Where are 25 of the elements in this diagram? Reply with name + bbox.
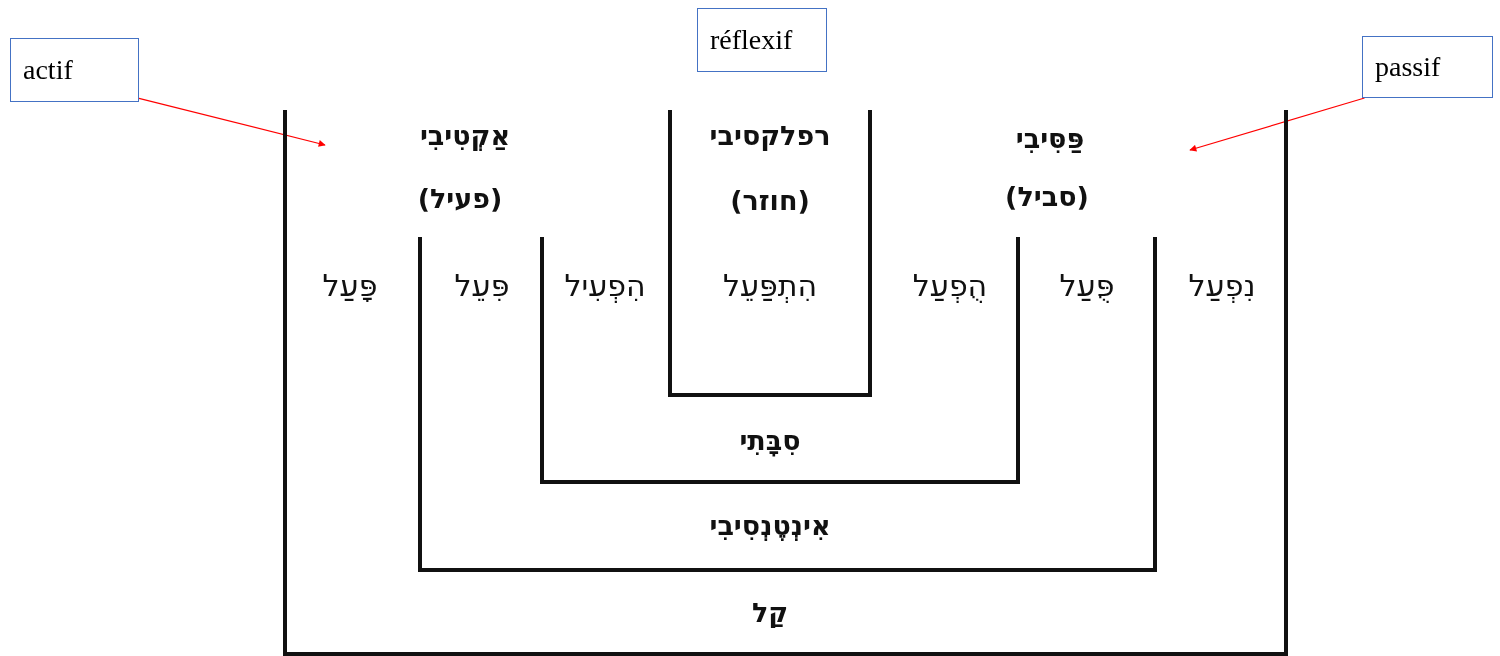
heading: פַּסִּיבִי: [1015, 122, 1085, 154]
form-label: פֻּעַל: [1059, 267, 1115, 303]
heading: אִינְטֶנְסִיבִי: [709, 509, 831, 541]
heading: קַל: [751, 596, 789, 628]
label-box: passif: [1362, 36, 1493, 98]
label-box: actif: [10, 38, 139, 102]
bracket-frame: [283, 110, 1288, 656]
heading: אַקְטִיבִי: [419, 119, 511, 151]
heading: (חוזר): [730, 184, 810, 216]
form-label: פִּעֵל: [454, 267, 510, 303]
bracket-frame: [418, 237, 1157, 572]
heading: (סביל): [1005, 180, 1089, 212]
arrow: [1189, 97, 1366, 152]
heading: סִבָּתִי: [739, 424, 801, 456]
label-box: réflexif: [697, 8, 827, 72]
arrow: [138, 97, 326, 147]
bracket-frame: [668, 110, 872, 397]
form-label: פָּעַל: [322, 267, 378, 303]
heading: (פעיל): [417, 182, 503, 214]
form-label: הִתְפַּעֵל: [722, 267, 818, 303]
bracket-frame: [540, 237, 1020, 484]
heading: רפלקסיבי: [709, 119, 831, 151]
form-label: הִפְעִיל: [564, 267, 646, 303]
form-label: הֻפְעַל: [912, 267, 988, 303]
form-label: נִפְעַל: [1188, 267, 1256, 303]
